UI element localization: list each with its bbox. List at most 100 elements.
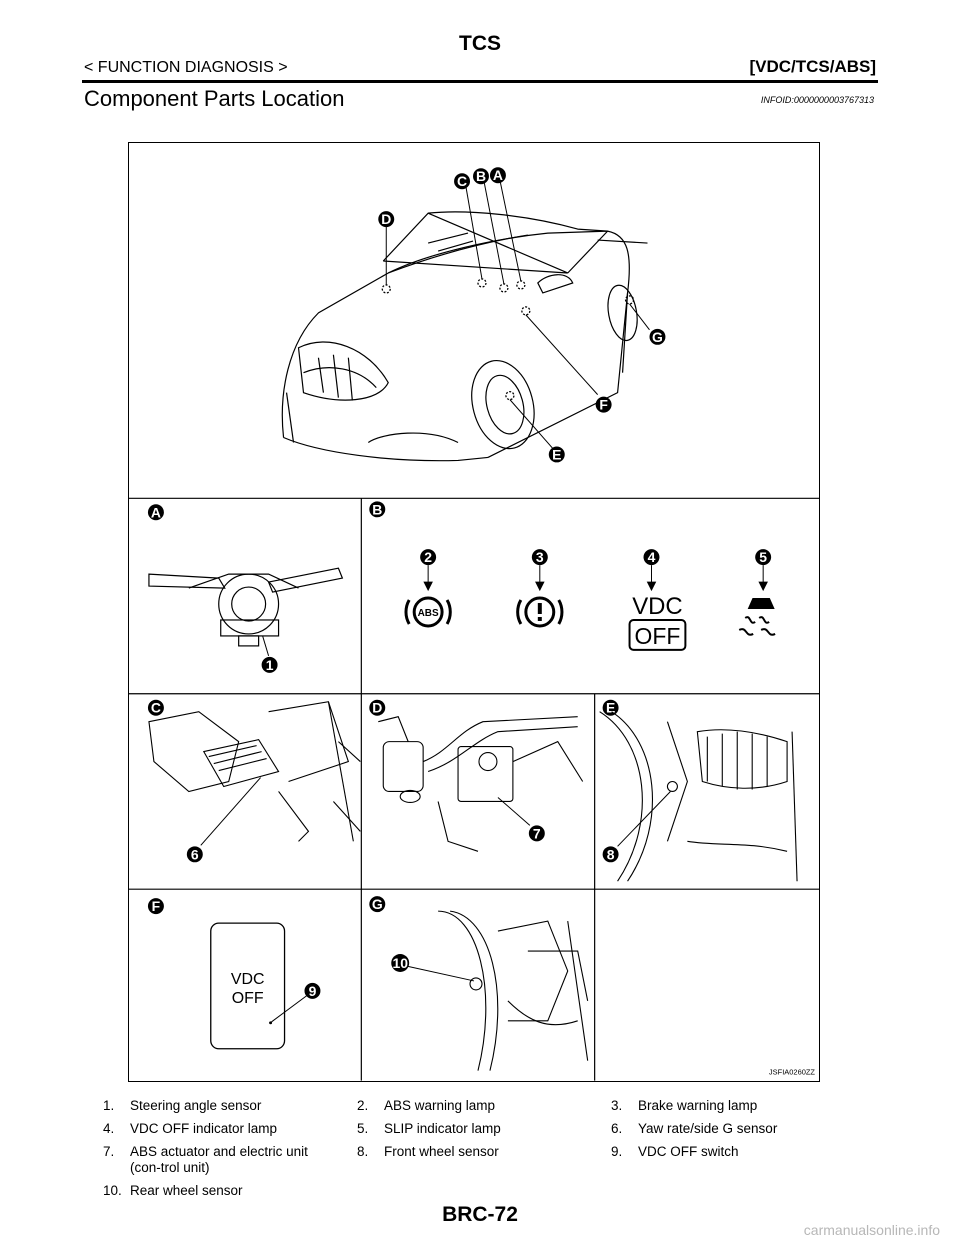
legend-row: 7.ABS actuator and electric unit (con-tr… bbox=[103, 1144, 863, 1176]
rear-wheel-sensor-drawing bbox=[438, 910, 589, 1071]
slip-indicator-lamp-icon bbox=[738, 598, 776, 636]
legend-number: 10. bbox=[103, 1183, 122, 1198]
svg-text:G: G bbox=[652, 329, 663, 345]
leader-7 bbox=[497, 797, 531, 826]
legend-number: 7. bbox=[103, 1144, 115, 1159]
legend-number: 9. bbox=[611, 1144, 623, 1159]
svg-text:B: B bbox=[476, 168, 486, 184]
figure-code: JSFIA0260ZZ bbox=[769, 1068, 816, 1077]
svg-text:4: 4 bbox=[648, 549, 656, 565]
svg-text:F: F bbox=[599, 397, 608, 413]
legend-text: Brake warning lamp bbox=[638, 1098, 758, 1113]
svg-text:C: C bbox=[457, 173, 467, 189]
vdc-off-switch-drawing: VDC OFF bbox=[210, 922, 286, 1050]
legend-text: Yaw rate/side G sensor bbox=[638, 1121, 778, 1136]
legend-number: 4. bbox=[103, 1121, 115, 1136]
legend-row: 1.Steering angle sensor 2. ABS warning la… bbox=[103, 1098, 863, 1114]
legend-item: 2. ABS warning lamp bbox=[357, 1098, 611, 1114]
svg-text:3: 3 bbox=[536, 549, 544, 565]
legend-item: 1.Steering angle sensor bbox=[103, 1098, 357, 1114]
leader-10 bbox=[406, 965, 475, 982]
legend-number: 1. bbox=[103, 1098, 115, 1113]
part-callout-1: 1 bbox=[261, 657, 278, 673]
part-callout-9: 9 bbox=[304, 983, 321, 999]
vehicle-callout-markers bbox=[381, 278, 635, 401]
part-callout-3: 3 bbox=[531, 549, 548, 565]
panel-grid bbox=[129, 497, 819, 1081]
figure-svg: D C B A F E G A B C D E F G 1 2 3 4 bbox=[129, 167, 819, 1081]
svg-text:ABS: ABS bbox=[418, 608, 439, 619]
component-location-figure: D C B A F E G A B C D E F G 1 2 3 4 bbox=[128, 142, 820, 1082]
lamp-arrows bbox=[423, 565, 768, 592]
svg-text:1: 1 bbox=[266, 657, 274, 673]
legend-item: 5. SLIP indicator lamp bbox=[357, 1121, 611, 1137]
info-id: INFOID:0000000003767313 bbox=[760, 95, 874, 105]
part-callout-10: 10 bbox=[391, 954, 410, 972]
svg-text:6: 6 bbox=[191, 846, 199, 862]
legend-row: 4. VDC OFF indicator lamp 5. SLIP indicato… bbox=[103, 1121, 863, 1137]
legend-text: Front wheel sensor bbox=[384, 1144, 499, 1159]
vdc-off-indicator-lamp-icon: VDC OFF bbox=[628, 593, 687, 651]
legend-item: 3. Brake warning lamp bbox=[611, 1098, 863, 1114]
vehicle-leader-lines bbox=[385, 180, 650, 449]
svg-text:2: 2 bbox=[424, 549, 432, 565]
legend-text: VDC OFF indicator lamp bbox=[130, 1121, 278, 1136]
legend-text: VDC OFF switch bbox=[638, 1144, 739, 1159]
svg-text:7: 7 bbox=[533, 825, 541, 841]
legend-number: 3. bbox=[611, 1098, 623, 1113]
leader-9 bbox=[271, 995, 307, 1023]
system-label: [VDC/TCS/ABS] bbox=[749, 57, 876, 76]
svg-text:8: 8 bbox=[607, 846, 615, 862]
vehicle-letter-callouts: D C B A F E G bbox=[378, 167, 666, 462]
leader-6 bbox=[200, 777, 261, 846]
svg-text:VDC: VDC bbox=[231, 971, 265, 988]
legend: 1.Steering angle sensor 2. ABS warning la… bbox=[103, 1098, 863, 1206]
part-callout-7: 7 bbox=[528, 825, 545, 841]
breadcrumb: < FUNCTION DIAGNOSIS > bbox=[84, 59, 288, 76]
steering-angle-sensor-drawing bbox=[148, 567, 344, 647]
svg-text:A: A bbox=[493, 167, 503, 183]
legend-row: 10. Rear wheel sensor bbox=[103, 1183, 863, 1199]
svg-text:G: G bbox=[372, 896, 383, 912]
svg-text:9: 9 bbox=[309, 983, 317, 999]
part-callout-4: 4 bbox=[643, 549, 660, 565]
vehicle-drawing bbox=[281, 211, 648, 462]
svg-text:F: F bbox=[152, 898, 161, 914]
legend-text: ABS warning lamp bbox=[384, 1098, 496, 1113]
legend-number: 6. bbox=[611, 1121, 623, 1136]
leader-8 bbox=[617, 791, 671, 847]
svg-text:A: A bbox=[151, 504, 161, 520]
legend-number: 8. bbox=[357, 1144, 369, 1159]
legend-item: 7.ABS actuator and electric unit (con-tr… bbox=[103, 1144, 357, 1176]
legend-item: 4. VDC OFF indicator lamp bbox=[103, 1121, 357, 1137]
part-callout-8: 8 bbox=[602, 846, 619, 862]
legend-item: 10. Rear wheel sensor bbox=[103, 1183, 357, 1199]
part-callout-2: 2 bbox=[420, 549, 437, 565]
svg-text:D: D bbox=[372, 700, 382, 716]
svg-text:E: E bbox=[606, 700, 615, 716]
svg-text:E: E bbox=[552, 446, 561, 462]
watermark: carmanualsonline.info bbox=[803, 1222, 940, 1238]
svg-text:10: 10 bbox=[392, 955, 408, 971]
header-rule bbox=[82, 80, 878, 83]
leader-1 bbox=[262, 635, 270, 657]
abs-warning-lamp-icon: ABS bbox=[404, 596, 452, 628]
legend-item: 9. VDC OFF switch bbox=[611, 1144, 863, 1176]
svg-text:C: C bbox=[151, 700, 161, 716]
legend-text: Rear wheel sensor bbox=[130, 1183, 243, 1198]
yaw-rate-sensor-drawing bbox=[148, 701, 361, 842]
svg-text:OFF: OFF bbox=[635, 623, 681, 649]
svg-text:OFF: OFF bbox=[232, 990, 264, 1007]
section-title: TCS bbox=[459, 32, 501, 55]
legend-number: 2. bbox=[357, 1098, 369, 1113]
part-callout-5: 5 bbox=[755, 549, 772, 565]
panel-labels: A B C D E F G bbox=[147, 501, 619, 914]
svg-text:VDC: VDC bbox=[632, 593, 683, 620]
legend-item: 8. Front wheel sensor bbox=[357, 1144, 611, 1176]
front-wheel-sensor-drawing bbox=[599, 711, 798, 882]
legend-text: SLIP indicator lamp bbox=[384, 1121, 501, 1136]
legend-number: 5. bbox=[357, 1121, 369, 1136]
abs-actuator-drawing bbox=[378, 716, 584, 852]
svg-text:D: D bbox=[381, 211, 391, 227]
svg-text:B: B bbox=[372, 501, 382, 517]
